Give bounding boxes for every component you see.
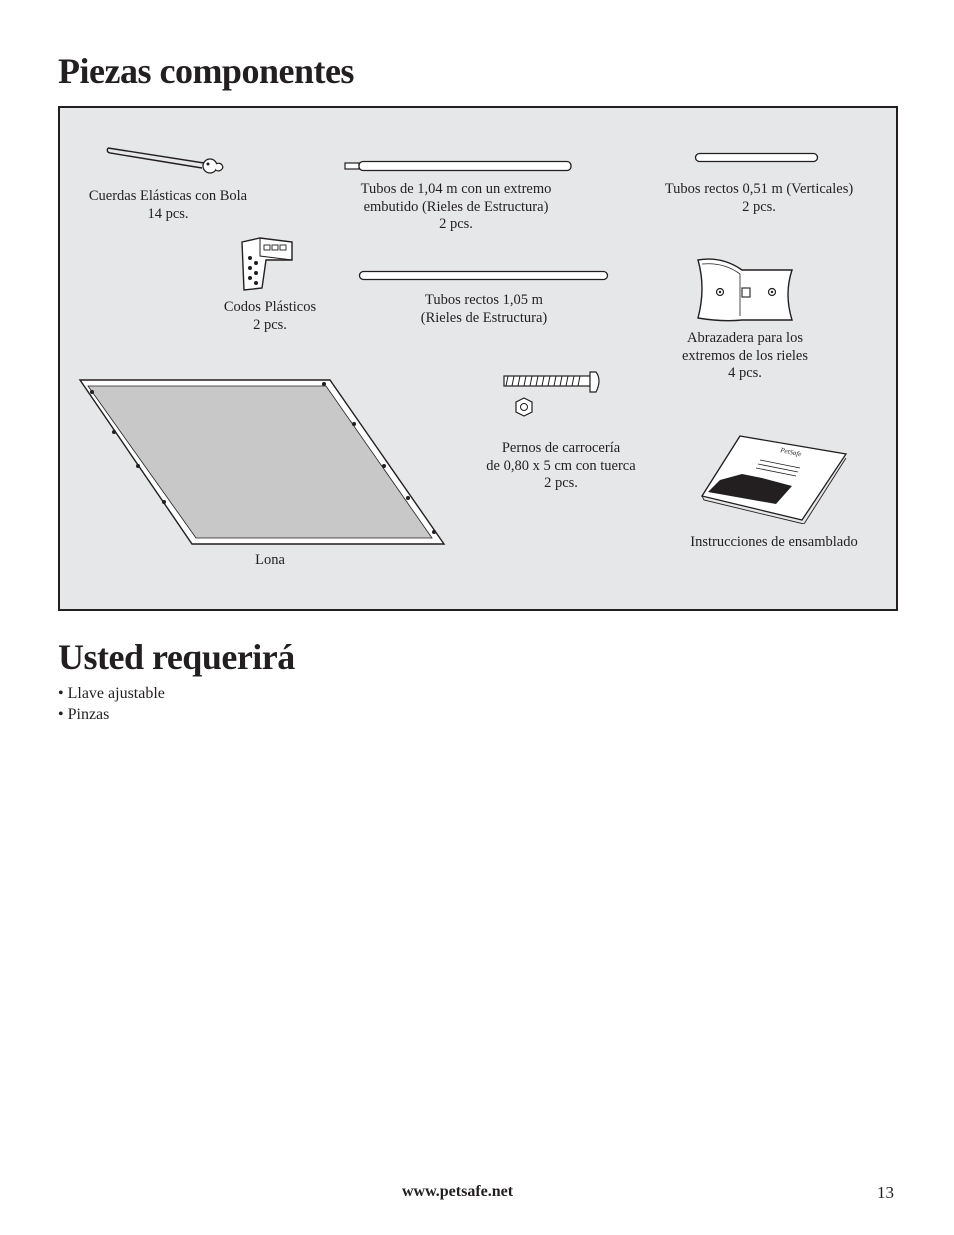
bungee-cord-icon: [106, 147, 224, 174]
list-item: • Pinzas: [58, 706, 110, 723]
clamp-count: 4 pcs.: [728, 365, 762, 381]
tarp-icon: [78, 379, 446, 545]
elbow-label: Codos Plásticos: [223, 299, 317, 315]
tube-105-caption: Tubos rectos 1,05 m (Rieles de Estructur…: [376, 292, 592, 327]
bolt-desc: de 0,80 x 5 cm con tuerca: [486, 457, 636, 474]
carriage-bolt-icon: [503, 371, 600, 417]
list-item: • Llave ajustable: [58, 685, 165, 702]
clamp-desc: extremos de los rieles: [681, 347, 809, 364]
tube-104-desc: embutido (Rieles de Estructura): [363, 198, 549, 215]
tube-051-count: 2 pcs.: [742, 198, 776, 215]
plastic-elbow-icon: [241, 237, 293, 291]
required-tools-list: • Llave ajustable • Pinzas: [58, 683, 165, 725]
bolt-caption: Pernos de carrocería de 0,80 x 5 cm con …: [468, 440, 654, 493]
manual-label: Instrucciones de ensamblado: [690, 534, 858, 550]
bolt-label: Pernos de carrocería: [501, 440, 621, 456]
tube-104-count: 2 pcs.: [439, 216, 473, 232]
bungee-count: 14 pcs.: [147, 205, 189, 222]
footer-url: www.petsafe.net: [402, 1183, 514, 1200]
tube-104-label: Tubos de 1,04 m con un extremo: [360, 181, 552, 197]
tube-105-label: Tubos rectos 1,05 m: [425, 292, 543, 308]
bungee-caption: Cuerdas Elásticas con Bola 14 pcs.: [82, 188, 254, 223]
clamp-caption: Abrazadera para los extremos de los riel…: [656, 330, 834, 383]
tarp-caption: Lona: [230, 552, 310, 570]
elbow-caption: Codos Plásticos 2 pcs.: [200, 299, 340, 334]
elbow-count: 2 pcs.: [253, 316, 287, 333]
tube-051-caption: Tubos rectos 0,51 m (Verticales) 2 pcs.: [654, 181, 864, 216]
tube-051-icon: [694, 152, 819, 163]
tube-105-desc: (Rieles de Estructura): [420, 309, 548, 326]
manual-booklet-icon: PetSafe: [700, 435, 848, 524]
components-panel: Cuerdas Elásticas con Bola 14 pcs. Tubos…: [58, 106, 898, 611]
page-title-parts: Piezas componentes: [58, 51, 354, 91]
page-title-required: Usted requerirá: [58, 637, 295, 677]
bolt-count: 2 pcs.: [544, 475, 578, 491]
bungee-label: Cuerdas Elásticas con Bola: [88, 188, 248, 204]
page-number: 13: [877, 1183, 894, 1202]
tube-104-icon: [344, 160, 572, 172]
tarp-label: Lona: [255, 552, 285, 568]
rail-end-clamp-icon: [697, 258, 793, 322]
tube-105-icon: [358, 270, 609, 281]
tube-051-label: Tubos rectos 0,51 m (Verticales): [664, 181, 854, 197]
manual-caption: Instrucciones de ensamblado: [674, 534, 874, 552]
clamp-label: Abrazadera para los: [687, 330, 803, 346]
tube-104-caption: Tubos de 1,04 m con un extremo embutido …: [342, 181, 570, 234]
